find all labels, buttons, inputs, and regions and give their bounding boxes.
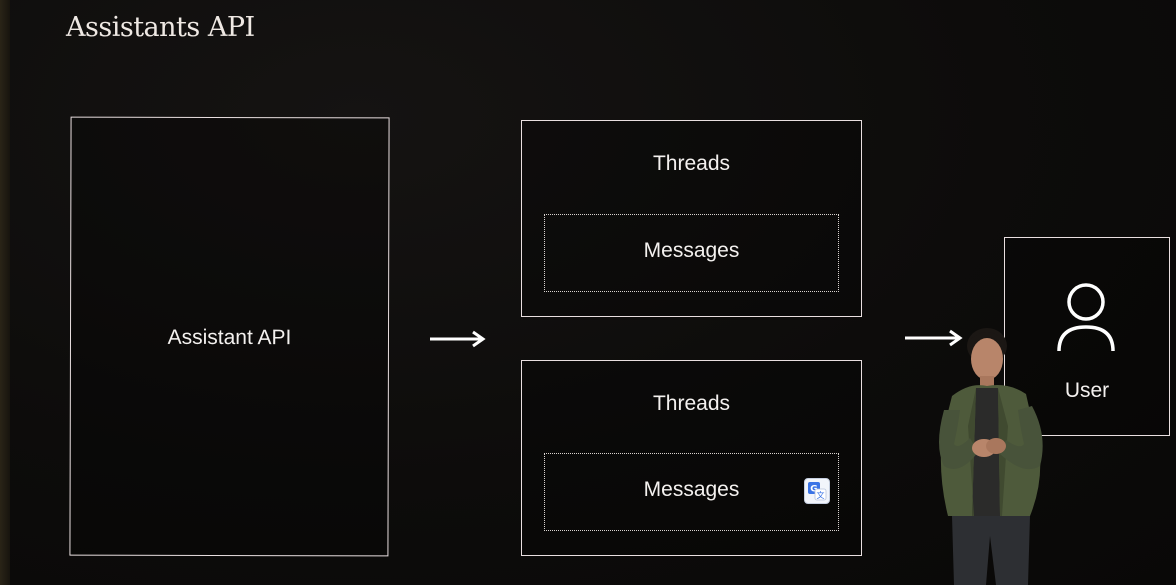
assistant-api-label: Assistant API <box>167 325 292 350</box>
messages-box-1: Messages <box>544 214 839 292</box>
svg-text:文: 文 <box>817 490 825 500</box>
presenter-figure <box>939 328 1043 585</box>
threads-label-1: Threads <box>652 152 731 175</box>
slide-title: Assistants API <box>66 12 255 43</box>
arrow-right-icon <box>430 330 486 348</box>
threads-box-2: Threads Messages <box>521 360 862 556</box>
svg-text:G: G <box>810 485 817 495</box>
user-icon <box>1057 283 1115 352</box>
user-box: User <box>1004 237 1170 436</box>
translate-icon[interactable]: G 文 <box>804 478 830 504</box>
user-label: User <box>1064 379 1110 402</box>
messages-label-2: Messages <box>643 478 740 501</box>
messages-box-2: Messages <box>544 453 839 531</box>
arrow-right-icon <box>905 329 963 347</box>
messages-label-1: Messages <box>643 239 740 262</box>
threads-label-2: Threads <box>652 392 731 415</box>
screen-edge <box>0 0 10 585</box>
assistant-api-box: Assistant API <box>69 116 390 557</box>
threads-box-1: Threads Messages <box>521 120 862 317</box>
